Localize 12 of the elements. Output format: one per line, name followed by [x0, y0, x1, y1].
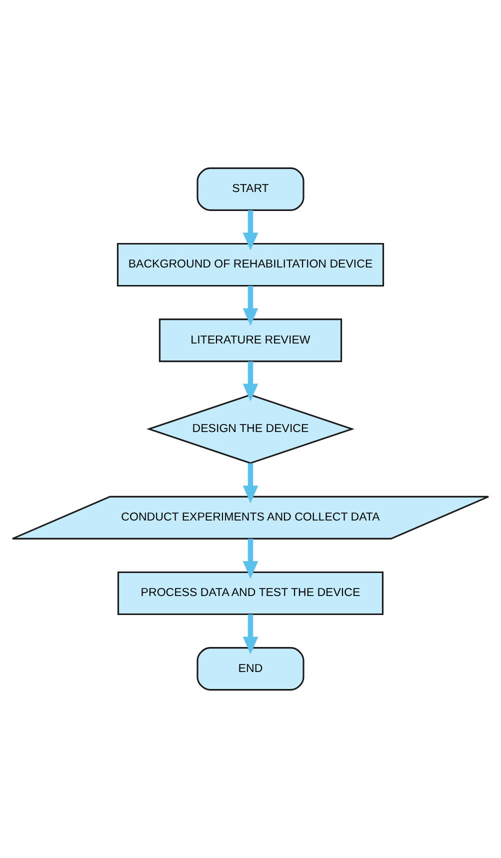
- node-box: END: [196, 647, 304, 691]
- node-box: START: [196, 167, 304, 211]
- arrow: [242, 361, 258, 402]
- arrow: [242, 286, 258, 326]
- node-box: PROCESS DATA AND TEST THE DEVICE: [117, 571, 384, 616]
- arrow: [242, 538, 258, 579]
- node-box: BACKGROUND OF REHABILITATION DEVICE: [116, 242, 384, 287]
- arrow: [242, 463, 258, 504]
- node-diamond: DESIGN THE DEVICE: [146, 394, 354, 464]
- arrow: [242, 614, 258, 654]
- node-box: LITERATURE REVIEW: [158, 318, 342, 362]
- arrow: [242, 210, 258, 250]
